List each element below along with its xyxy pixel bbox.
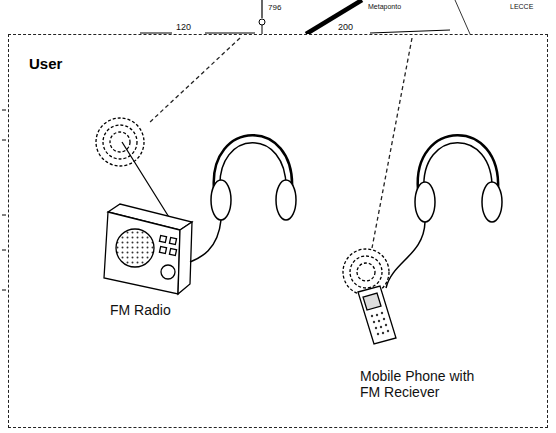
map-place-name: LECCE — [510, 3, 533, 11]
device-label: FM Radio — [110, 302, 171, 318]
signal-leader — [150, 38, 412, 248]
headphones — [386, 135, 502, 288]
box-ground — [8, 34, 548, 428]
device-label: Mobile Phone with FM Reciever — [360, 368, 490, 400]
fm-radio — [96, 118, 192, 294]
region-heading: User — [29, 55, 547, 72]
map-number: 120 — [176, 22, 191, 32]
headphones — [190, 135, 296, 262]
map-place-name: Metaponto — [368, 3, 401, 11]
map-number: 796 — [268, 3, 281, 12]
mobile-phone — [343, 249, 396, 344]
map-number: 200 — [338, 22, 353, 32]
